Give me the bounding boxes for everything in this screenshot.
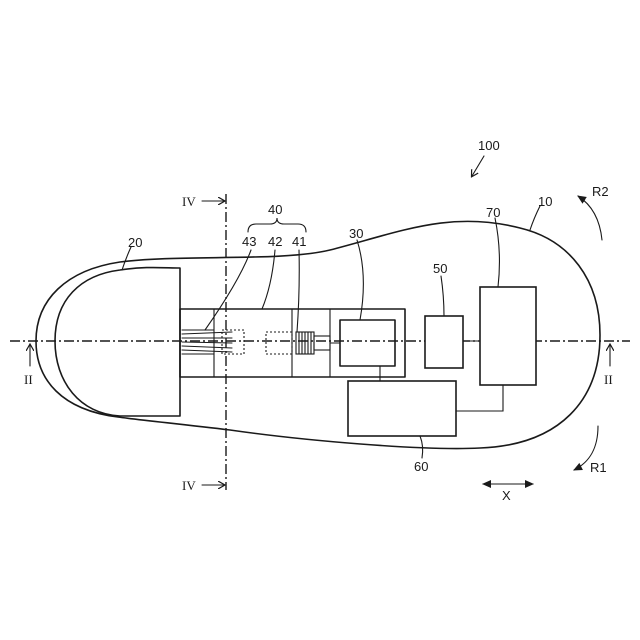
brace-40 (248, 218, 306, 232)
label-70: 70 (486, 205, 500, 220)
leader-20 (122, 247, 131, 270)
leader-10 (530, 206, 540, 230)
axis-x-label: X (502, 488, 511, 503)
section-ii-left-label: II (24, 372, 33, 387)
section-ii-right-label: II (604, 372, 613, 387)
label-42: 42 (268, 234, 282, 249)
leader-50 (441, 276, 444, 316)
link-60-70 (456, 385, 503, 411)
fiber-bundle (182, 330, 232, 354)
leader-70 (495, 218, 499, 287)
head-part-20 (55, 268, 180, 417)
motor-30 (340, 320, 395, 366)
label-41: 41 (292, 234, 306, 249)
label-43: 43 (242, 234, 256, 249)
label-20: 20 (128, 235, 142, 250)
dotted-coupling-42 (266, 332, 292, 354)
rotation-r2-label: R2 (592, 184, 609, 199)
section-iv-top-label: IV (182, 194, 196, 209)
spring-41 (296, 332, 330, 354)
leader-100 (472, 156, 484, 176)
leader-43 (205, 250, 251, 330)
section-iv-bottom-label: IV (182, 478, 196, 493)
block-50 (425, 316, 463, 368)
block-60 (348, 381, 456, 436)
label-30: 30 (349, 226, 363, 241)
rotation-r1-label: R1 (590, 460, 607, 475)
label-40: 40 (268, 202, 282, 217)
rotation-arrow-r2 (578, 196, 602, 240)
block-70 (480, 287, 536, 385)
label-100: 100 (478, 138, 500, 153)
label-60: 60 (414, 459, 428, 474)
leader-30 (357, 240, 363, 320)
leader-42 (262, 250, 275, 309)
label-50: 50 (433, 261, 447, 276)
label-10: 10 (538, 194, 552, 209)
leader-41 (297, 250, 299, 332)
